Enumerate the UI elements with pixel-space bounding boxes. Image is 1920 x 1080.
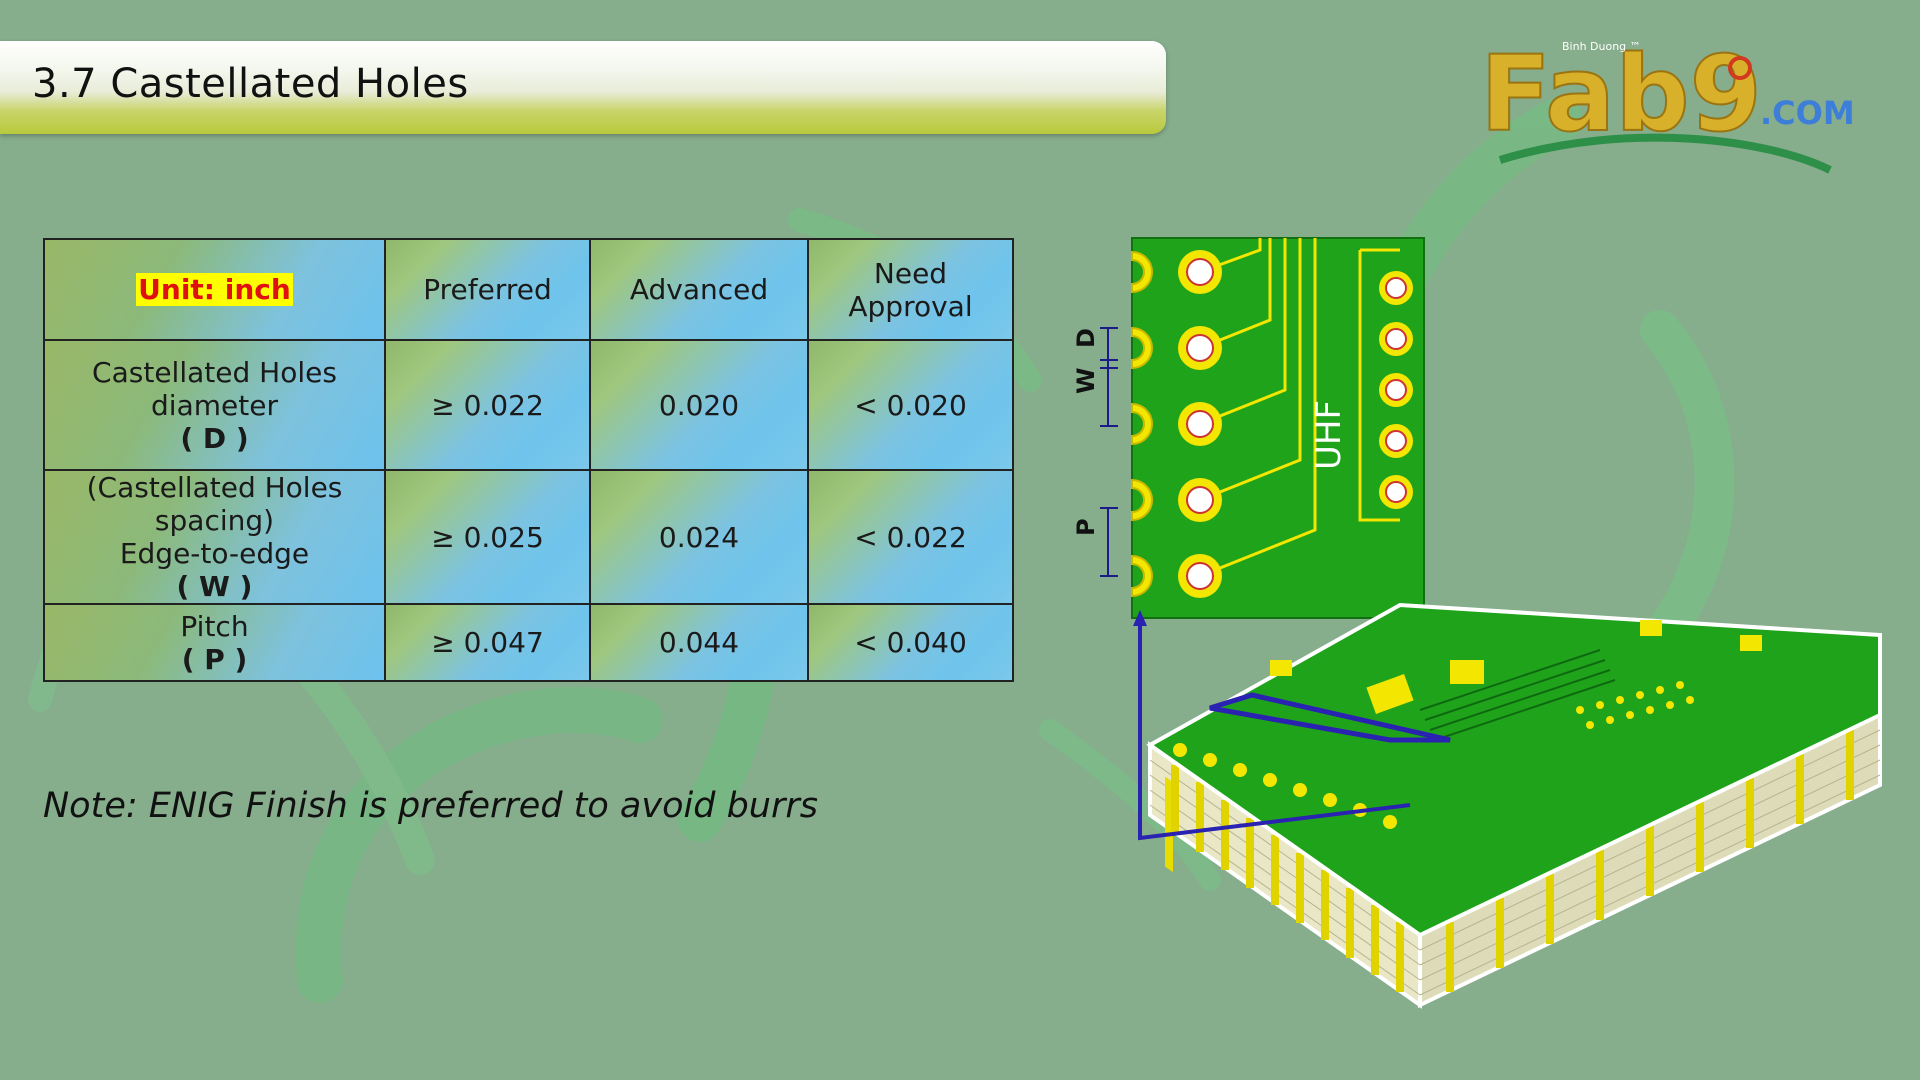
header-preferred: Preferred — [384, 238, 591, 341]
dimension-w-label: W — [1072, 368, 1100, 394]
row-label-line: Pitch — [180, 609, 249, 643]
cell-advanced: 0.020 — [589, 339, 809, 471]
table-row: Pitch ( P ) ≥ 0.047 0.044 < 0.040 — [43, 603, 1014, 682]
table-header-row: Unit: inch Preferred Advanced Need Appro… — [43, 238, 1014, 341]
header-need-approval: Need Approval — [807, 238, 1014, 341]
cell-approval: < 0.022 — [807, 469, 1014, 605]
uhf-label: UHF — [1309, 400, 1349, 470]
header-approval: Approval — [848, 289, 973, 323]
cell-preferred: ≥ 0.025 — [384, 469, 591, 605]
pcb-isometric-illustration — [1146, 602, 1882, 1009]
row-label-line: (Castellated Holes — [86, 471, 343, 504]
pad-column-left — [1178, 250, 1222, 598]
table-row: (Castellated Holes spacing) Edge-to-edge… — [43, 469, 1014, 605]
callout-arrow — [1133, 610, 1411, 841]
note-text: Note: ENIG Finish is preferred to avoid … — [43, 786, 818, 826]
logo-subtitle: Binh Duong ™ — [1562, 40, 1641, 53]
header-advanced: Advanced — [589, 238, 809, 341]
logo-domain: .COM — [1760, 94, 1855, 132]
row-label-line: Castellated Holes — [92, 355, 337, 389]
row-label: (Castellated Holes spacing) Edge-to-edge… — [43, 469, 386, 605]
cell-advanced: 0.044 — [589, 603, 809, 682]
cell-approval: < 0.040 — [807, 603, 1014, 682]
slide-title: 3.7 Castellated Holes — [32, 61, 469, 107]
unit-cell: Unit: inch — [43, 238, 386, 341]
header-need: Need — [873, 256, 948, 290]
row-label: Castellated Holes diameter ( D ) — [43, 339, 386, 471]
row-label: Pitch ( P ) — [43, 603, 386, 682]
cell-preferred: ≥ 0.022 — [384, 339, 591, 471]
cell-preferred: ≥ 0.047 — [384, 603, 591, 682]
title-bar: 3.7 Castellated Holes — [0, 41, 1166, 134]
row-label-line: Edge-to-edge — [119, 537, 310, 570]
specification-table: Unit: inch Preferred Advanced Need Appro… — [43, 238, 1014, 682]
row-symbol: ( P ) — [181, 642, 248, 676]
dimension-p-label: P — [1072, 518, 1100, 536]
dimension-d-label: D — [1072, 328, 1100, 348]
pcb-closeup-diagram: UHF D W P — [1072, 237, 1425, 619]
logo-brand: Fab9 — [1480, 33, 1762, 155]
table-row: Castellated Holes diameter ( D ) ≥ 0.022… — [43, 339, 1014, 471]
cell-advanced: 0.024 — [589, 469, 809, 605]
row-symbol: ( W ) — [176, 570, 253, 603]
cell-approval: < 0.020 — [807, 339, 1014, 471]
fab9-logo: Fab9 Binh Duong ™ .COM — [1479, 32, 1855, 174]
pad-column-right — [1379, 271, 1413, 509]
row-label-line: diameter — [151, 388, 278, 422]
row-symbol: ( D ) — [180, 421, 249, 455]
row-label-line: spacing) — [154, 504, 275, 537]
unit-label: Unit: inch — [136, 273, 293, 306]
